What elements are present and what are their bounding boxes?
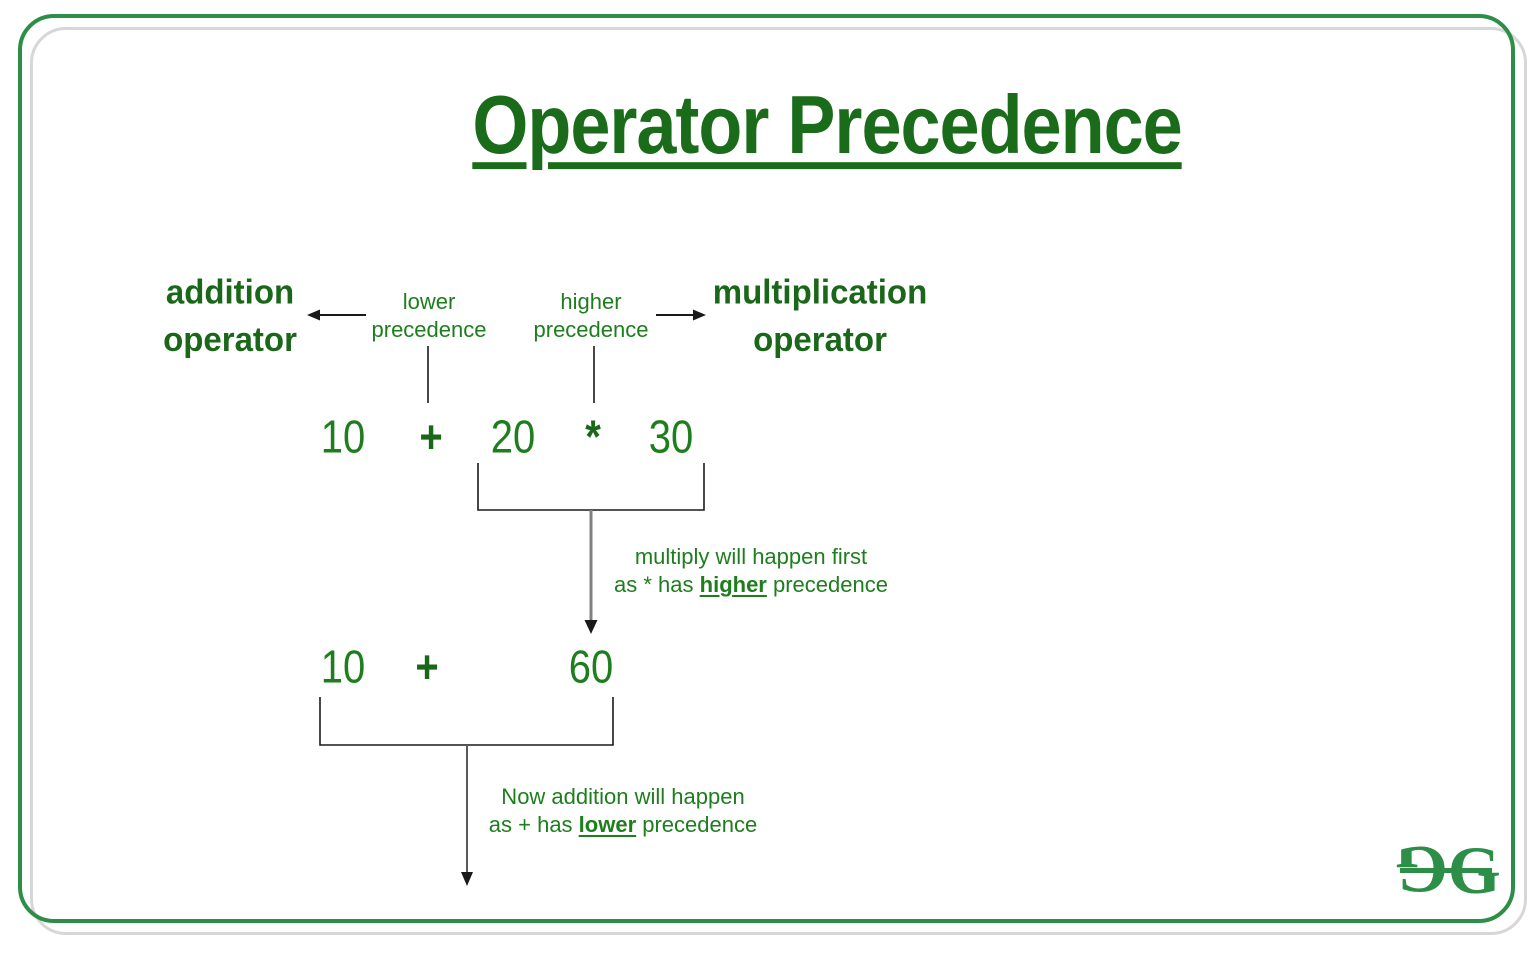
operand-10: 10 [320, 412, 366, 463]
annotation-addition-next: Now addition will happen as + has lower … [489, 783, 757, 839]
label-addition-operator: addition operator [163, 272, 297, 359]
operand-10-second: 10 [320, 642, 366, 693]
emphasis-lower: lower [578, 812, 637, 837]
page-title: Operator Precedence [472, 79, 1182, 172]
annotation-multiply-first: multiply will happen first as * has high… [614, 543, 888, 599]
frame-shadow [30, 27, 1527, 935]
operand-20: 20 [490, 412, 536, 463]
emphasis-higher: higher [699, 572, 767, 597]
operator-plus: + [419, 412, 443, 463]
annotation-line: multiply will happen first [634, 544, 868, 569]
label-lower-precedence: lower precedence [371, 289, 487, 342]
operator-star: * [585, 412, 601, 463]
label-higher-precedence: higher precedence [533, 289, 649, 342]
operand-30: 30 [648, 412, 694, 463]
annotation-line: as * has higher precedence [614, 572, 888, 597]
label-multiplication-operator: multiplication operator [712, 272, 928, 359]
annotation-line: Now addition will happen [501, 784, 745, 809]
logo-crossbar [1400, 868, 1492, 873]
operator-plus-second: + [415, 642, 439, 693]
geeksforgeeks-logo: GG [1400, 832, 1501, 908]
annotation-line: as + has lower precedence [488, 812, 758, 837]
frame-border [18, 14, 1515, 923]
operand-60: 60 [568, 642, 614, 693]
